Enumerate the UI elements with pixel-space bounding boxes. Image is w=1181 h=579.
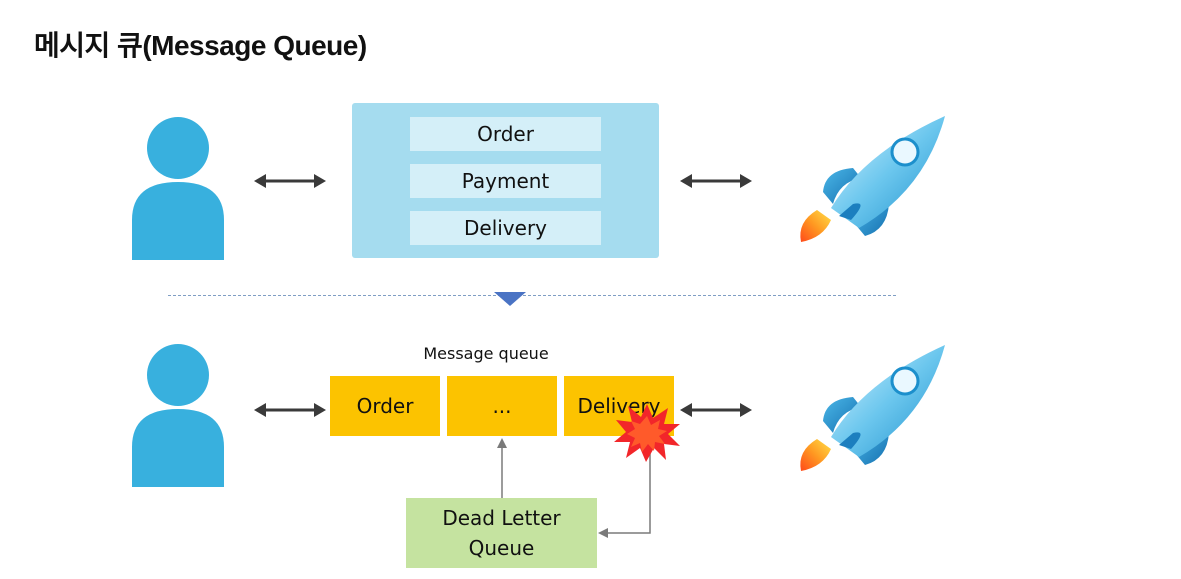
user-icon-top: [132, 117, 224, 260]
top-item-payment: Payment: [410, 164, 601, 198]
dead-letter-queue-box: Dead Letter Queue: [406, 498, 597, 568]
dlq-to-queue-arrow: [497, 438, 507, 498]
rocket-icon-top: [800, 116, 945, 242]
error-burst-icon: [614, 404, 680, 462]
top-item-order: Order: [410, 117, 601, 151]
top-item-delivery: Delivery: [410, 211, 601, 245]
top-service-panel: Order Payment Delivery: [352, 103, 659, 258]
dlq-label-line2: Queue: [468, 536, 535, 560]
queue-cell-order: Order: [330, 376, 440, 436]
section-divider: [168, 295, 896, 296]
page-title: 메시지 큐(Message Queue): [34, 30, 367, 61]
down-triangle-icon: [494, 292, 526, 306]
queue-cell-ellipsis: ...: [447, 376, 557, 436]
dlq-label-line1: Dead Letter: [442, 506, 561, 530]
double-arrow-icon-bottom-right: [680, 403, 752, 417]
rocket-icon-bottom: [800, 345, 945, 471]
double-arrow-icon-top-left: [254, 174, 326, 188]
message-queue-label: Message queue: [423, 344, 549, 363]
double-arrow-icon-bottom-left: [254, 403, 326, 417]
delivery-to-dlq-arrow: [598, 452, 651, 538]
double-arrow-icon-top-right: [680, 174, 752, 188]
user-icon-bottom: [132, 344, 224, 487]
